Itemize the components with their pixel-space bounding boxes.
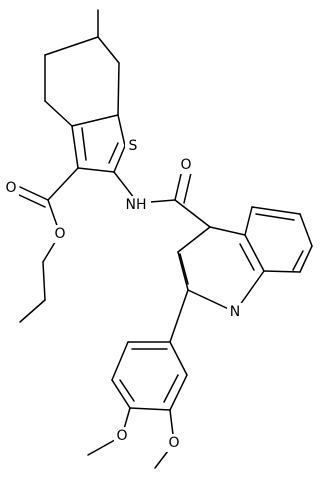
bond xyxy=(163,374,179,403)
bond xyxy=(177,226,211,253)
amide-nh-group: NH xyxy=(121,196,151,214)
bond xyxy=(42,261,46,301)
ester-carbonyl-oxygen-atom: O xyxy=(3,179,19,197)
bond xyxy=(299,213,313,247)
ester-oxygen-atom: O xyxy=(52,225,68,243)
bond xyxy=(169,374,188,411)
ester-carbonyl-oxygen-label: O xyxy=(5,180,16,196)
bond xyxy=(169,341,188,376)
bond xyxy=(179,253,189,285)
bond-layer xyxy=(16,9,313,469)
bond xyxy=(251,206,301,215)
bond xyxy=(71,114,119,127)
bond xyxy=(111,379,131,409)
methoxy-oxygen-label-2: O xyxy=(168,435,179,451)
bond xyxy=(177,251,189,291)
bond xyxy=(117,114,126,147)
sulfur-atom: S xyxy=(125,137,141,155)
bond xyxy=(209,226,246,236)
bond xyxy=(244,234,265,272)
bond xyxy=(111,341,129,381)
atom-label-layer: S NH N O O O O xyxy=(3,137,244,452)
carbonyl-oxygen-label: O xyxy=(180,157,191,173)
bond xyxy=(239,243,255,271)
bond xyxy=(244,206,253,236)
bond xyxy=(113,145,126,173)
bond xyxy=(255,213,295,221)
bond xyxy=(97,36,120,64)
ester-oxygen-label: O xyxy=(54,226,65,242)
bond xyxy=(174,199,211,228)
bond xyxy=(129,407,171,411)
bond xyxy=(299,245,313,273)
bond xyxy=(169,289,189,343)
bond xyxy=(183,172,192,204)
methoxy-oxygen-atom-2: O xyxy=(166,434,182,452)
bond xyxy=(292,250,304,271)
sulfur-atom-label: S xyxy=(129,138,138,154)
amide-nh-label: NH xyxy=(126,197,147,213)
bond xyxy=(71,125,79,169)
bond xyxy=(19,186,49,201)
bond xyxy=(263,270,301,273)
bond xyxy=(117,62,120,116)
bond xyxy=(119,379,135,402)
bond xyxy=(77,167,115,173)
bond xyxy=(44,36,99,56)
bond xyxy=(47,167,79,201)
bond xyxy=(19,299,46,323)
carbonyl-oxygen-atom: O xyxy=(178,156,194,174)
quinoline-nitrogen-label: N xyxy=(230,304,240,320)
bond xyxy=(174,169,183,201)
bond xyxy=(16,193,46,208)
quinoline-nitrogen-atom: N xyxy=(227,303,244,321)
methoxy-oxygen-atom-1: O xyxy=(114,427,130,445)
bond xyxy=(81,127,87,161)
bond xyxy=(44,100,73,127)
methoxy-oxygen-label-1: O xyxy=(116,428,127,444)
bond xyxy=(108,142,119,164)
